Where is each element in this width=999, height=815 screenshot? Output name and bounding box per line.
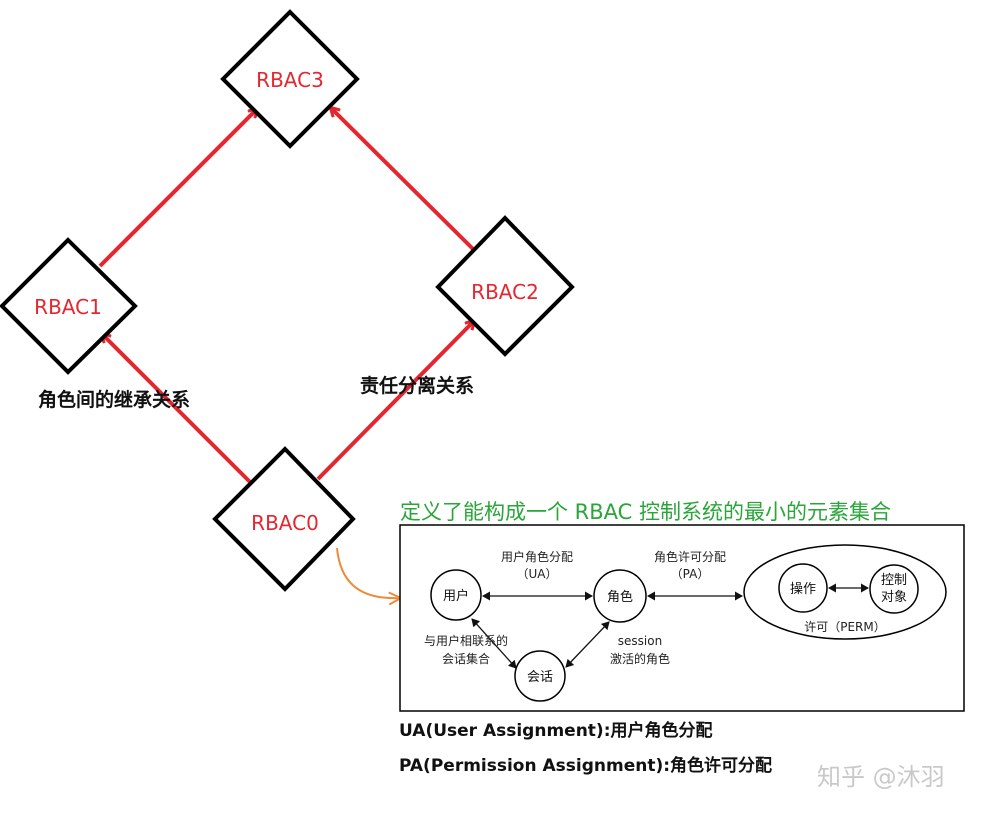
operation-label: 操作 xyxy=(790,581,816,597)
ua-label-line2: （UA） xyxy=(517,567,558,581)
node-rbac0-label: RBAC0 xyxy=(251,511,319,535)
role-circle xyxy=(593,569,647,623)
object-label-line1: 控制 xyxy=(881,573,907,588)
user-session-label-line1: 与用户相联系的 xyxy=(424,633,508,648)
rbac0-model-box: 用户 角色 会话 操作 控制 对象 用户角色分配 （UA） 角色许可分配 （PA… xyxy=(399,524,965,712)
node-rbac2-label: RBAC2 xyxy=(471,280,539,304)
pa-label-line2: （PA） xyxy=(671,567,710,581)
pa-label-line1: 角色许可分配 xyxy=(654,550,726,564)
user-session-label-line2: 会话集合 xyxy=(442,651,490,666)
inheritance-label: 角色间的继承关系 xyxy=(38,389,191,411)
ua-note: UA(User Assignment):用户角色分配 xyxy=(399,721,713,741)
session-role-label-line2: 激活的角色 xyxy=(610,651,670,666)
node-rbac3: RBAC3 xyxy=(220,9,360,149)
session-role-arrow xyxy=(565,621,610,668)
user-circle xyxy=(430,569,482,621)
watermark: 知乎 @沐羽 xyxy=(817,763,945,791)
node-rbac1: RBAC1 xyxy=(0,237,138,375)
object-circle xyxy=(869,564,919,614)
arrow-rbac0-to-rbac2 xyxy=(316,321,474,481)
pa-note: PA(Permission Assignment):角色许可分配 xyxy=(399,756,773,776)
arrow-rbac2-to-rbac3 xyxy=(331,108,476,252)
operation-circle xyxy=(778,563,828,613)
user-session-arrow xyxy=(471,618,517,669)
separation-label: 责任分离关系 xyxy=(360,375,475,397)
user-label: 用户 xyxy=(443,588,469,604)
arrow-rbac0-to-rbac1 xyxy=(102,334,252,484)
connector-arrow xyxy=(336,547,404,606)
object-label-line2: 对象 xyxy=(881,590,907,605)
node-rbac3-label: RBAC3 xyxy=(256,68,324,92)
session-label: 会话 xyxy=(527,670,553,685)
role-label: 角色 xyxy=(607,589,633,605)
node-rbac0: RBAC0 xyxy=(212,446,356,592)
arrow-rbac1-to-rbac3 xyxy=(98,109,257,268)
perm-ellipse xyxy=(743,544,947,640)
node-rbac1-label: RBAC1 xyxy=(34,295,102,319)
perm-label: 许可（PERM） xyxy=(804,620,886,634)
session-role-label-line1: session xyxy=(618,634,662,648)
model-title: 定义了能构成一个 RBAC 控制系统的最小的元素集合 xyxy=(400,500,892,524)
session-circle xyxy=(514,650,566,702)
node-rbac2: RBAC2 xyxy=(435,215,575,357)
ua-label-line1: 用户角色分配 xyxy=(501,549,573,564)
